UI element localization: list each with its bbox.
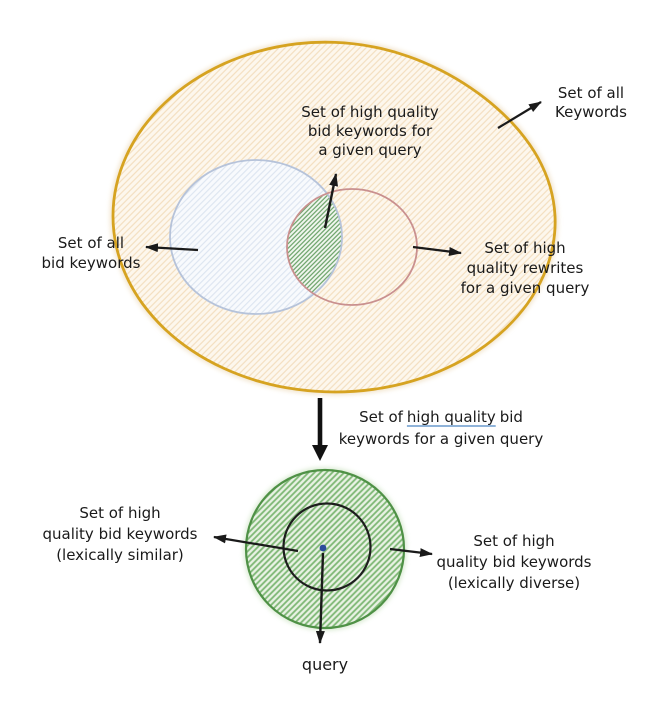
arrow-to-lexically-diverse-label	[389, 547, 433, 558]
arrow-to-lexically-similar-label	[213, 534, 299, 553]
arrow-to-query-label	[315, 552, 325, 644]
underlined-high-quality: high quality	[406, 408, 496, 426]
arrow-to-hq-bid-keywords-label	[323, 173, 339, 229]
label-set-of-all-keywords: Set of all Keywords	[555, 84, 627, 121]
lexically-similar-inner-circle	[282, 502, 372, 592]
label-set-of-all-bid-keywords: Set of all bid keywords	[41, 234, 141, 272]
label-lexically-diverse: Set of high quality bid keywords (lexica…	[436, 532, 592, 592]
transition-arrow-head	[312, 445, 328, 461]
intersection-region	[287, 189, 342, 305]
query-dot	[319, 544, 327, 552]
arrow-to-all-bid-keywords-label	[145, 243, 199, 253]
set-all-bid-keywords-ellipse-outline	[169, 159, 343, 315]
label-query: query	[301, 655, 349, 674]
label-hq-rewrites: Set of high quality rewrites for a given…	[460, 239, 590, 297]
label-lexically-similar: Set of high quality bid keywords (lexica…	[42, 504, 198, 564]
label-hq-bid-keywords-for-query: Set of high quality bid keywords for a g…	[301, 103, 439, 159]
arrow-to-hq-rewrites-label	[412, 245, 462, 256]
arrow-to-all-keywords-label	[497, 101, 542, 129]
